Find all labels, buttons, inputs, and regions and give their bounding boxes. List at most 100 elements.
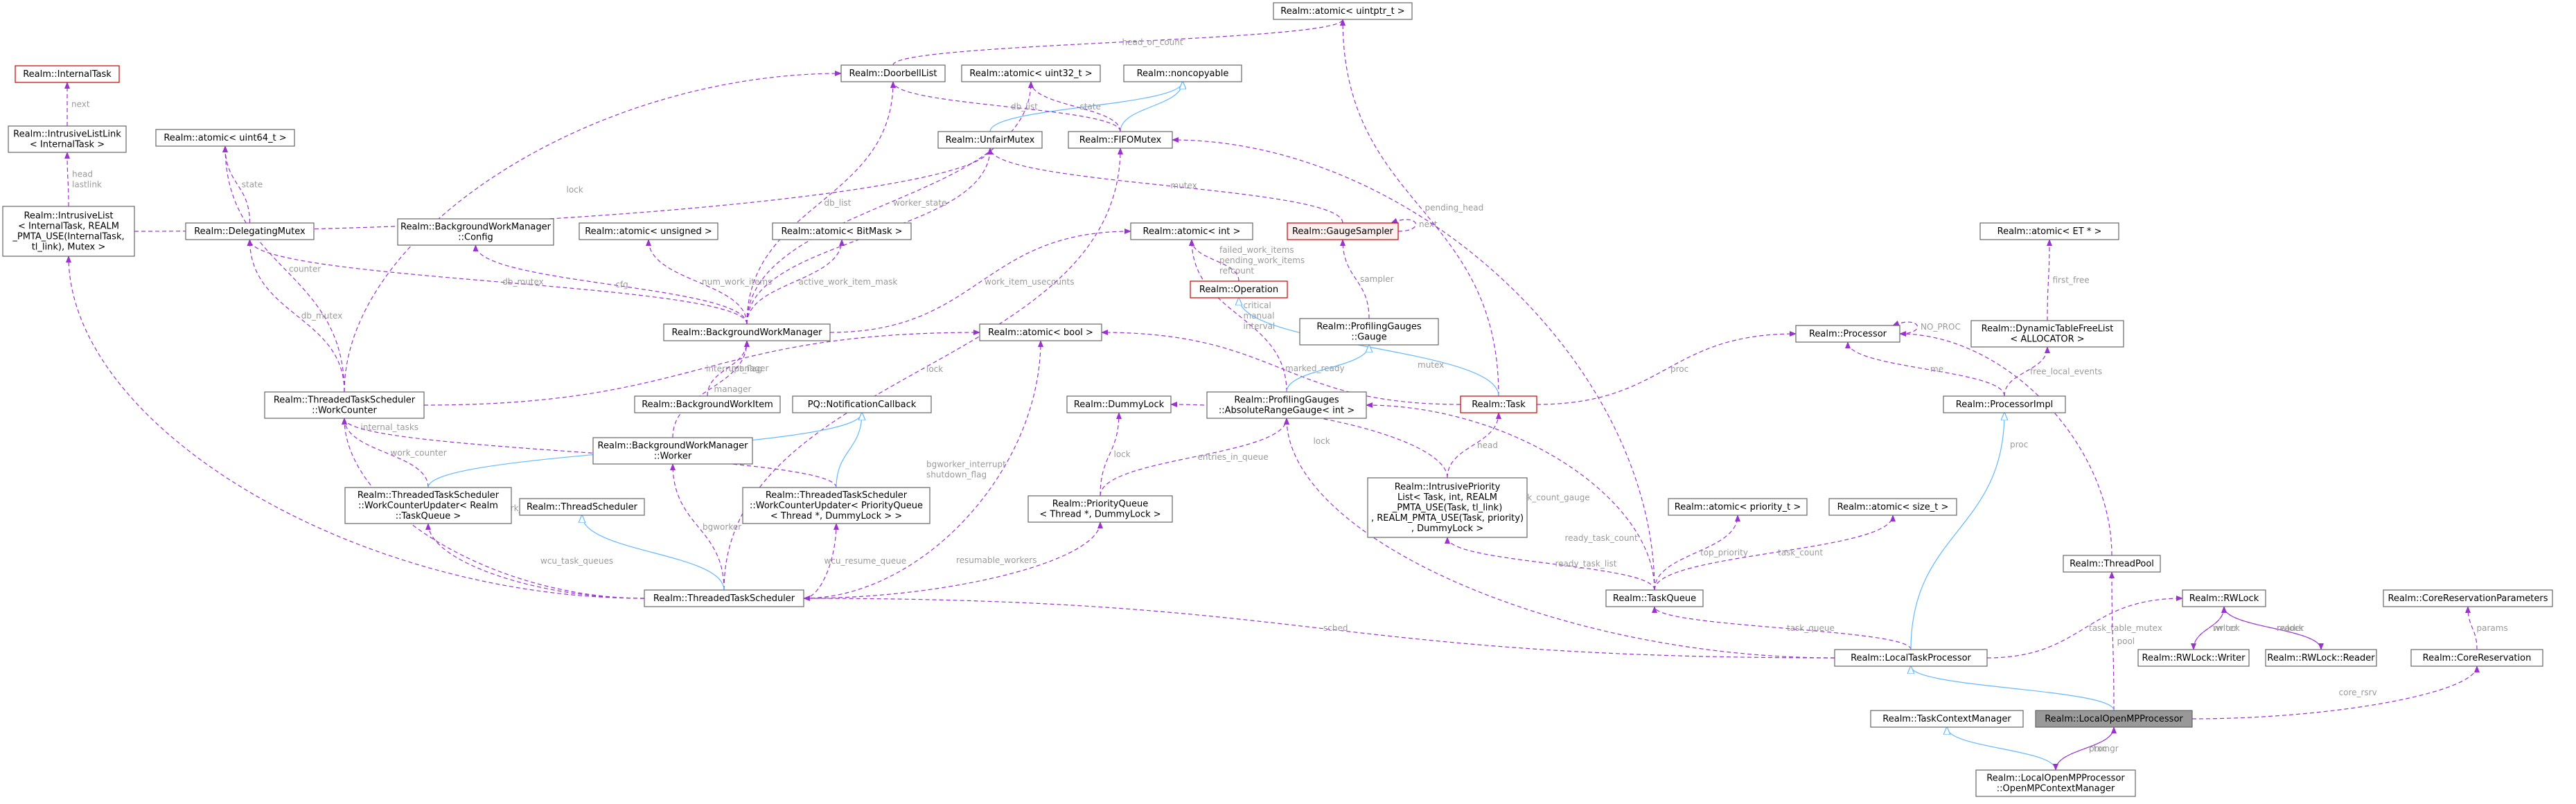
edge-label: first_free [2053, 276, 2090, 285]
node-label: < Thread *, DummyLock > > [770, 511, 902, 521]
class-node-processorimpl[interactable]: Realm::ProcessorImpl [1943, 395, 2066, 413]
class-node-atomic-int[interactable]: Realm::atomic< int > [1130, 222, 1253, 240]
class-node-openmpcontextmanager[interactable]: Realm::LocalOpenMPProcessor::OpenMPConte… [1975, 769, 2136, 797]
class-node-wcu-realm[interactable]: Realm::ThreadedTaskScheduler::WorkCounte… [344, 487, 512, 524]
edge-line [2465, 606, 2478, 650]
edge-line [746, 148, 993, 325]
class-node-dyntablefreelist[interactable]: Realm::DynamicTableFreeList< ALLOCATOR > [1970, 320, 2124, 348]
edge-line [2046, 239, 2052, 321]
class-node-rwlock[interactable]: Realm::RWLock [2182, 589, 2266, 607]
class-node-atomic-et[interactable]: Realm::atomic< ET * > [1979, 222, 2119, 240]
edge-label: interval [1244, 321, 1276, 331]
class-node-atomic-uint64[interactable]: Realm::atomic< uint64_t > [155, 129, 295, 147]
edge-label: params [2477, 623, 2508, 633]
node-label: PQ::NotificationCallback [808, 400, 917, 410]
node-box [1795, 325, 1900, 343]
node-box [937, 131, 1043, 149]
class-node-bgwm-config[interactable]: Realm::BackgroundWorkManager::Config [397, 218, 554, 246]
edge-label: mutex [1171, 181, 1197, 190]
edge-line [890, 81, 1121, 132]
edge-line [2109, 571, 2115, 711]
class-node-atomic-bool[interactable]: Realm::atomic< bool > [979, 323, 1102, 341]
class-node-noncopyable[interactable]: Realm::noncopyable [1123, 64, 1242, 82]
usage-edge-bgworkmanager-to-atomic_bitmask: active_work_item_mask [746, 239, 897, 325]
inheritance-edge-unfairmutex-to-noncopyable [989, 82, 1183, 132]
edge-line [344, 71, 842, 393]
node-box [2063, 555, 2161, 573]
class-node-task[interactable]: Realm::Task [1460, 395, 1537, 413]
class-node-unfairmutex[interactable]: Realm::UnfairMutex [937, 131, 1043, 149]
edge-label: db_mutex [502, 277, 544, 287]
class-node-atomic-priority[interactable]: Realm::atomic< priority_t > [1668, 498, 1808, 516]
class-node-taskcontextmanager[interactable]: Realm::TaskContextManager [1870, 710, 2024, 728]
node-label: < Thread *, DummyLock > [1039, 510, 1161, 520]
class-node-rwlock-writer[interactable]: Realm::RWLock::Writer [2137, 649, 2250, 667]
edge-label: sampler [1360, 274, 1394, 284]
edge-label: wcu_resume_queue [824, 556, 907, 566]
class-node-absrangegauge[interactable]: Realm::ProfilingGauges::AbsoluteRangeGau… [1206, 391, 1367, 419]
node-label: Realm::IntrusivePriority [1395, 482, 1501, 492]
class-node-intrusivelist[interactable]: Realm::IntrusiveList< InternalTask, REAL… [2, 206, 135, 257]
class-node-taskqueue[interactable]: Realm::TaskQueue [1605, 589, 1704, 607]
edge-line [646, 239, 748, 325]
class-node-atomic-uintptr[interactable]: Realm::atomic< uintptr_t > [1273, 2, 1413, 20]
class-node-atomic-unsigned[interactable]: Realm::atomic< unsigned > [579, 222, 718, 240]
class-node-tts-workcounter[interactable]: Realm::ThreadedTaskScheduler::WorkCounte… [264, 391, 425, 419]
edge-label: proc [1670, 364, 1688, 374]
edge-label: lock [926, 364, 943, 374]
edge-label: proc [2089, 744, 2107, 753]
class-node-bgwm-worker[interactable]: Realm::BackgroundWorkManager::Worker [592, 437, 753, 465]
class-node-bgworkitem[interactable]: Realm::BackgroundWorkItem [634, 395, 781, 413]
edge-line [1028, 81, 1121, 132]
node-label: Realm::atomic< priority_t > [1675, 502, 1801, 512]
node-label: Realm::DummyLock [1074, 400, 1165, 410]
node-box [15, 65, 120, 83]
class-node-processor[interactable]: Realm::Processor [1795, 325, 1900, 343]
class-node-profgauge[interactable]: Realm::ProfilingGauges::Gauge [1299, 318, 1439, 346]
class-node-wcu-pq[interactable]: Realm::ThreadedTaskScheduler::WorkCounte… [742, 487, 930, 524]
node-box [792, 395, 932, 413]
node-box [1123, 64, 1242, 82]
class-node-localtaskprocessor[interactable]: Realm::LocalTaskProcessor [1834, 649, 1988, 667]
class-node-internaltask[interactable]: Realm::InternalTask [15, 65, 120, 83]
edge-label: ready_task_list [1555, 559, 1617, 569]
class-node-atomic-bitmask[interactable]: Realm::atomic< BitMask > [772, 222, 912, 240]
class-node-delegatingmutex[interactable]: Realm::DelegatingMutex [185, 222, 315, 240]
class-node-bgworkmanager[interactable]: Realm::BackgroundWorkManager [663, 323, 831, 341]
class-node-atomic-size[interactable]: Realm::atomic< size_t > [1828, 498, 1957, 516]
node-box [185, 222, 315, 240]
class-node-fifomutex[interactable]: Realm::FIFOMutex [1068, 131, 1173, 149]
usage-edge-gaugesampler-to-unfairmutex: mutex [987, 148, 1343, 224]
usage-edge-threadedtaskscheduler-to-fifomutex: lock [723, 148, 1123, 591]
class-node-rwlock-reader[interactable]: Realm::RWLock::Reader [2265, 649, 2377, 667]
usage-edge-bgworkitem-to-bgworkmanager: manager [707, 340, 769, 397]
edge-line [1100, 418, 1289, 497]
class-node-notificationcallback[interactable]: PQ::NotificationCallback [792, 395, 932, 413]
node-label: ::WorkCounterUpdater< Realm [358, 501, 498, 511]
class-node-doorbelllist[interactable]: Realm::DoorbellList [840, 64, 946, 82]
class-node-atomic-uint32[interactable]: Realm::atomic< uint32_t > [961, 64, 1101, 82]
node-label: Realm::CoreReservation [2423, 653, 2532, 663]
edge-label: failed_work_items [1219, 245, 1294, 255]
class-node-dummylock[interactable]: Realm::DummyLock [1066, 395, 1172, 413]
class-node-gaugesampler[interactable]: Realm::GaugeSampler [1287, 222, 1399, 240]
edge-label: head [72, 170, 93, 179]
node-label: Realm::LocalOpenMPProcessor [1986, 774, 2125, 784]
inheritance-edge-fifomutex-to-noncopyable [1120, 82, 1183, 132]
node-label: Realm::GaugeSampler [1292, 226, 1394, 237]
class-node-priorityqueue[interactable]: Realm::PriorityQueue< Thread *, DummyLoc… [1027, 495, 1173, 523]
node-box [579, 222, 718, 240]
node-box [1943, 395, 2066, 413]
class-node-localopenmpprocessor[interactable]: Realm::LocalOpenMPProcessor [2035, 710, 2193, 728]
class-node-threadscheduler[interactable]: Realm::ThreadScheduler [519, 498, 645, 516]
class-node-operation[interactable]: Realm::Operation [1190, 280, 1288, 298]
edge-label: manager [732, 364, 769, 373]
node-label: < ALLOCATOR > [2010, 334, 2084, 345]
class-node-corereservationparams[interactable]: Realm::CoreReservationParameters [2383, 589, 2553, 607]
edge-label: core_rsrv [2339, 688, 2377, 697]
class-node-threadedtaskscheduler[interactable]: Realm::ThreadedTaskScheduler [644, 589, 804, 607]
class-node-threadpool[interactable]: Realm::ThreadPool [2063, 555, 2161, 573]
class-node-corereservation[interactable]: Realm::CoreReservation [2410, 649, 2543, 667]
class-node-intrusivelistlink[interactable]: Realm::IntrusiveListLink< InternalTask > [8, 125, 127, 153]
